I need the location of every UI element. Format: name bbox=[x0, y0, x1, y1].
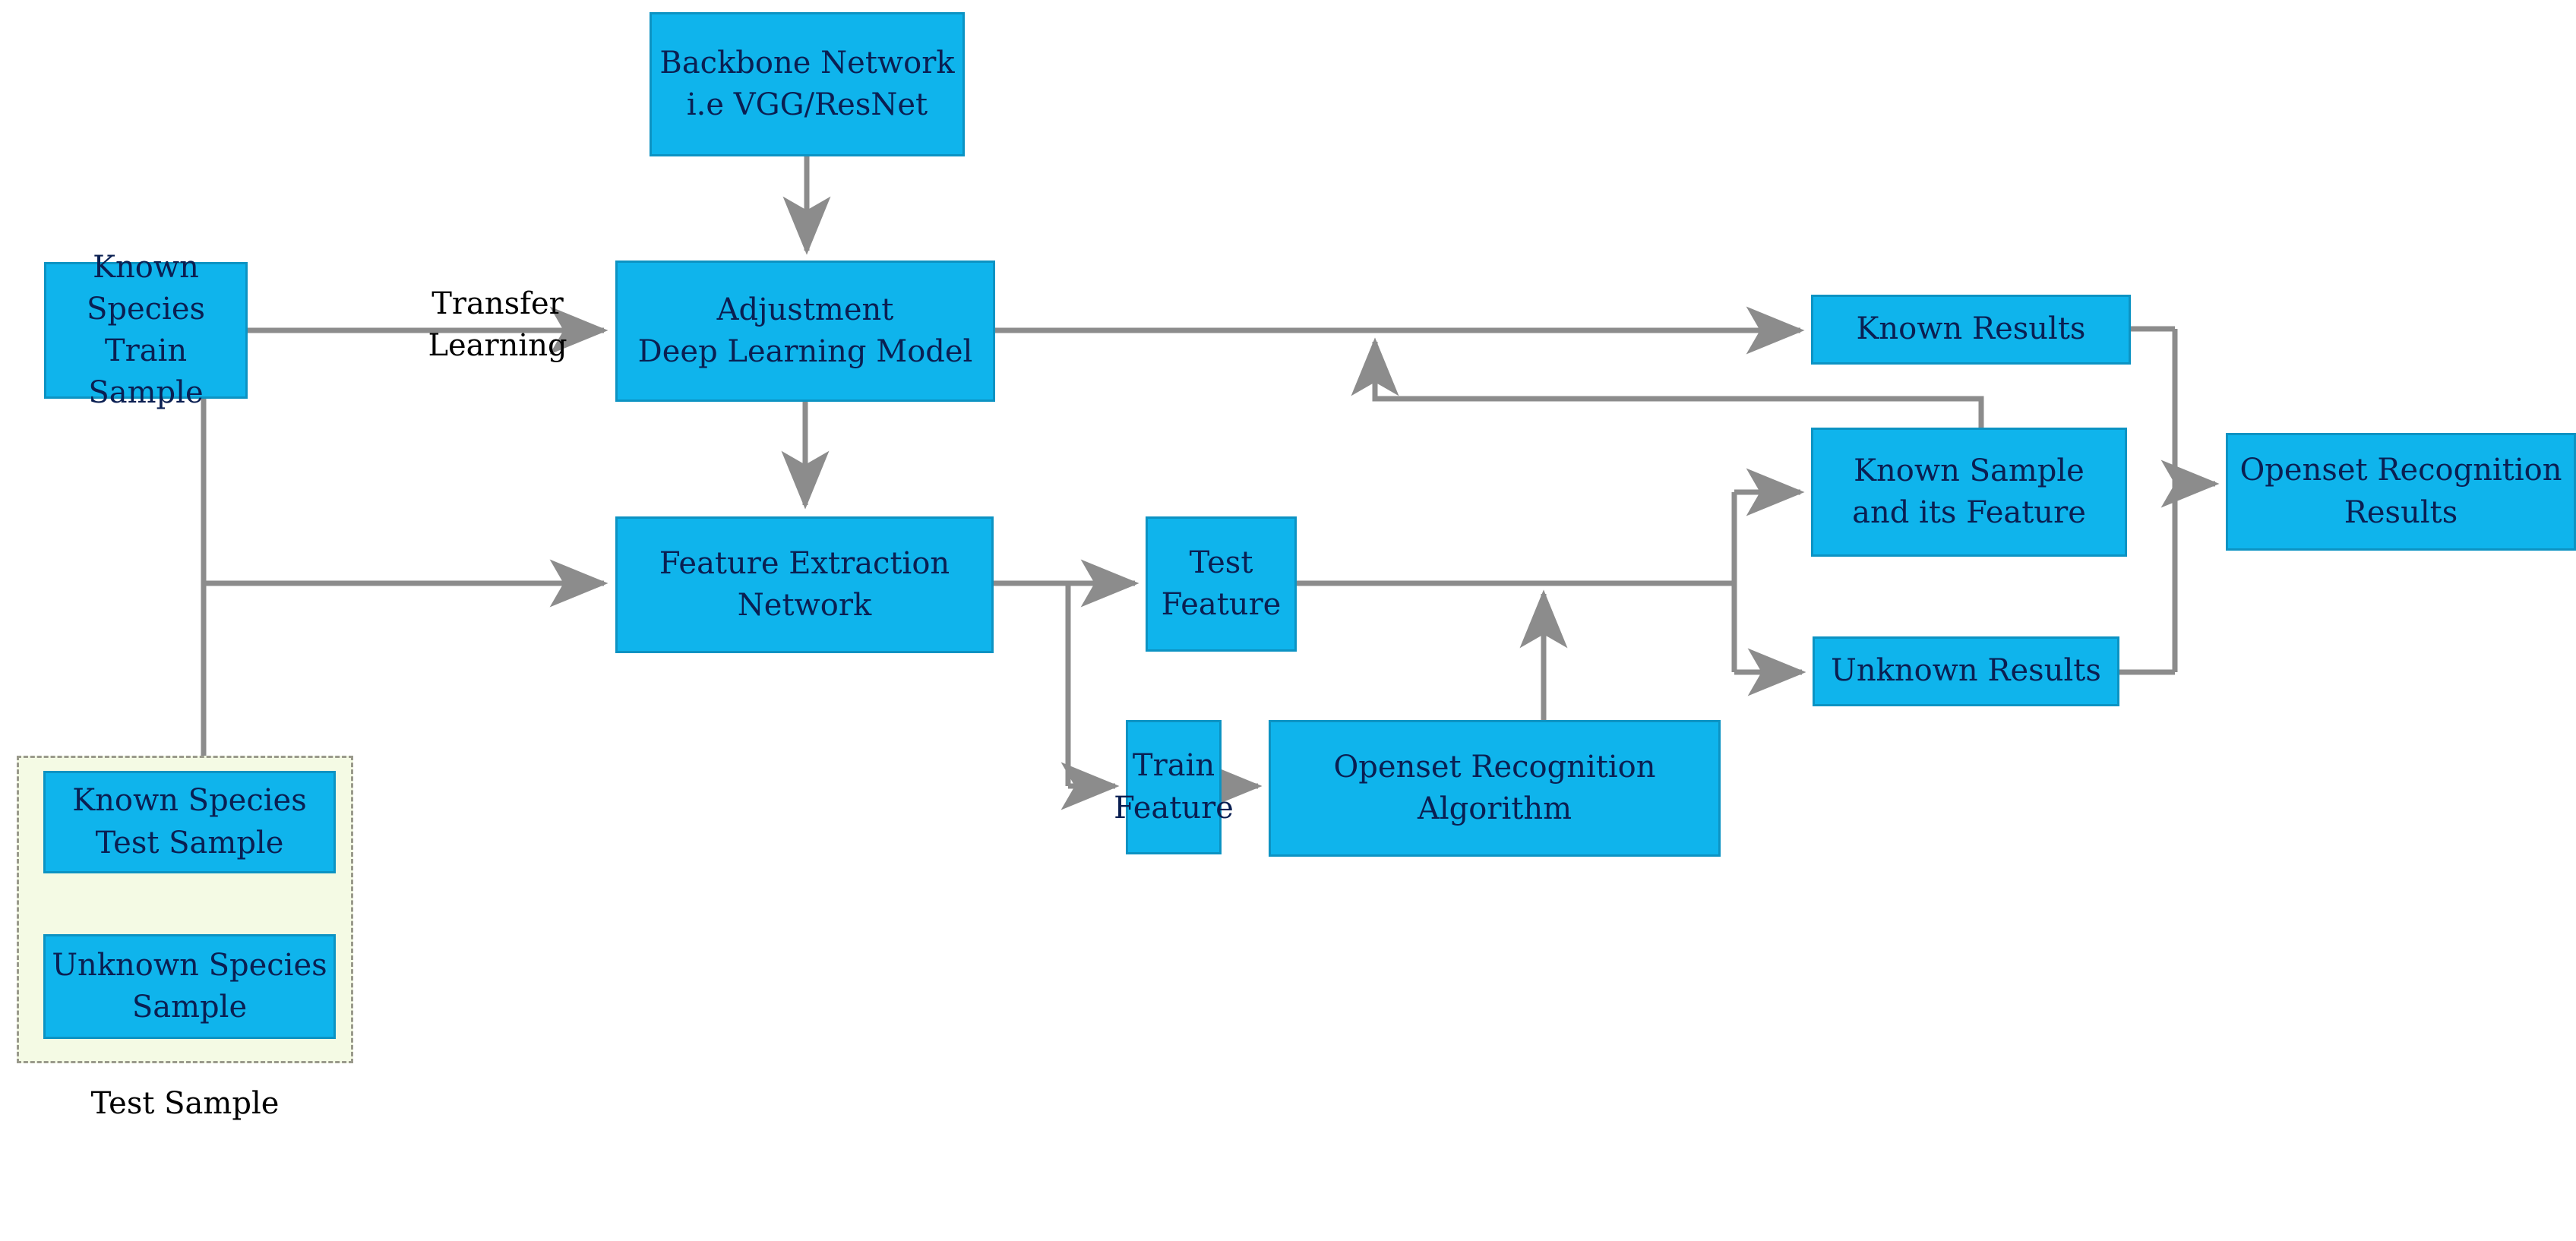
node-known-species-test-sample[interactable]: Known Species Test Sample bbox=[43, 771, 336, 873]
edge-label-transfer-learning: Transfer Learning bbox=[428, 286, 567, 364]
node-openset-recognition-results[interactable]: Openset Recognition Results bbox=[2226, 433, 2576, 551]
edge-featureextract-trunk bbox=[994, 580, 1071, 786]
test-sample-group-caption: Test Sample bbox=[90, 1086, 280, 1121]
node-test-feature[interactable]: Test Feature bbox=[1146, 516, 1297, 652]
node-backbone-network[interactable]: Backbone Network i.e VGG/ResNet bbox=[650, 12, 965, 156]
node-openset-recognition-algorithm[interactable]: Openset Recognition Algorithm bbox=[1269, 720, 1721, 857]
node-unknown-species-sample[interactable]: Unknown Species Sample bbox=[43, 934, 336, 1039]
node-known-results[interactable]: Known Results bbox=[1811, 295, 2131, 365]
node-known-sample-and-its-feature[interactable]: Known Sample and its Feature bbox=[1811, 428, 2127, 557]
node-adjustment-deep-learning-model[interactable]: Adjustment Deep Learning Model bbox=[615, 261, 995, 402]
node-train-feature[interactable]: Train Feature bbox=[1114, 720, 1234, 854]
node-feature-extraction-network[interactable]: Feature Extraction Network bbox=[615, 516, 994, 653]
node-known-species-train-sample[interactable]: Known Species Train Sample bbox=[44, 250, 248, 410]
node-unknown-results[interactable]: Unknown Results bbox=[1813, 636, 2119, 706]
